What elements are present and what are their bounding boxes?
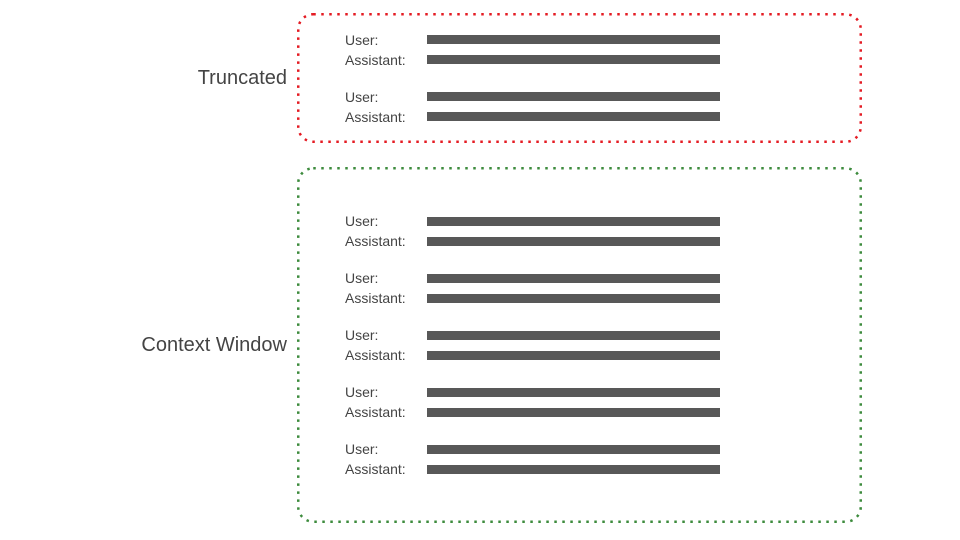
assistant-label: Assistant: [345, 404, 406, 420]
message-row: User: [345, 214, 862, 228]
message-row: User: [345, 385, 862, 399]
message-content-bar [427, 407, 720, 417]
assistant-label: Assistant: [345, 233, 406, 249]
user-label: User: [345, 31, 379, 48]
message-row: User: [345, 90, 862, 104]
message-content-bar [427, 112, 720, 121]
truncated-box: User: Assistant: User: Assistant: [297, 13, 862, 143]
message-row: Assistant: [345, 462, 862, 476]
context-window-label: Context Window [141, 334, 287, 356]
truncated-messages: User: Assistant: User: Assistant: [297, 13, 862, 143]
message-row: Assistant: [345, 53, 862, 67]
user-label: User: [345, 327, 379, 343]
message-pair: User: Assistant: [345, 214, 862, 248]
context-window-dotted-border [297, 167, 862, 523]
message-content-bar [427, 35, 720, 44]
message-row: Assistant: [345, 405, 862, 419]
message-content-bar [427, 236, 720, 246]
user-label: User: [345, 213, 379, 229]
message-content-bar [427, 330, 720, 340]
message-pair: User: Assistant: [345, 328, 862, 362]
context-window-box: User: Assistant: User: Assistant: [297, 167, 862, 523]
message-content-bar [427, 444, 720, 454]
message-row: User: [345, 33, 862, 47]
user-label: User: [345, 88, 379, 105]
message-content-bar [427, 273, 720, 283]
message-content-bar [427, 92, 720, 101]
truncated-dotted-border [297, 13, 862, 143]
message-pair: User: Assistant: [345, 90, 862, 124]
message-content-bar [427, 55, 720, 64]
message-content-bar [427, 350, 720, 360]
message-content-bar [427, 464, 720, 474]
context-window-messages: User: Assistant: User: Assistant: [297, 167, 862, 523]
message-row: Assistant: [345, 291, 862, 305]
message-pair: User: Assistant: [345, 271, 862, 305]
message-content-bar [427, 216, 720, 226]
message-pair: User: Assistant: [345, 442, 862, 476]
assistant-label: Assistant: [345, 51, 406, 68]
message-row: Assistant: [345, 234, 862, 248]
assistant-label: Assistant: [345, 290, 406, 306]
message-row: User: [345, 271, 862, 285]
assistant-label: Assistant: [345, 347, 406, 363]
message-pair: User: Assistant: [345, 33, 862, 67]
message-row: Assistant: [345, 348, 862, 362]
assistant-label: Assistant: [345, 108, 406, 125]
message-row: User: [345, 442, 862, 456]
message-pair: User: Assistant: [345, 385, 862, 419]
user-label: User: [345, 384, 379, 400]
user-label: User: [345, 441, 379, 457]
message-row: User: [345, 328, 862, 342]
user-label: User: [345, 270, 379, 286]
message-content-bar [427, 293, 720, 303]
truncated-label: Truncated [197, 67, 287, 89]
assistant-label: Assistant: [345, 461, 406, 477]
message-content-bar [427, 387, 720, 397]
message-row: Assistant: [345, 110, 862, 124]
